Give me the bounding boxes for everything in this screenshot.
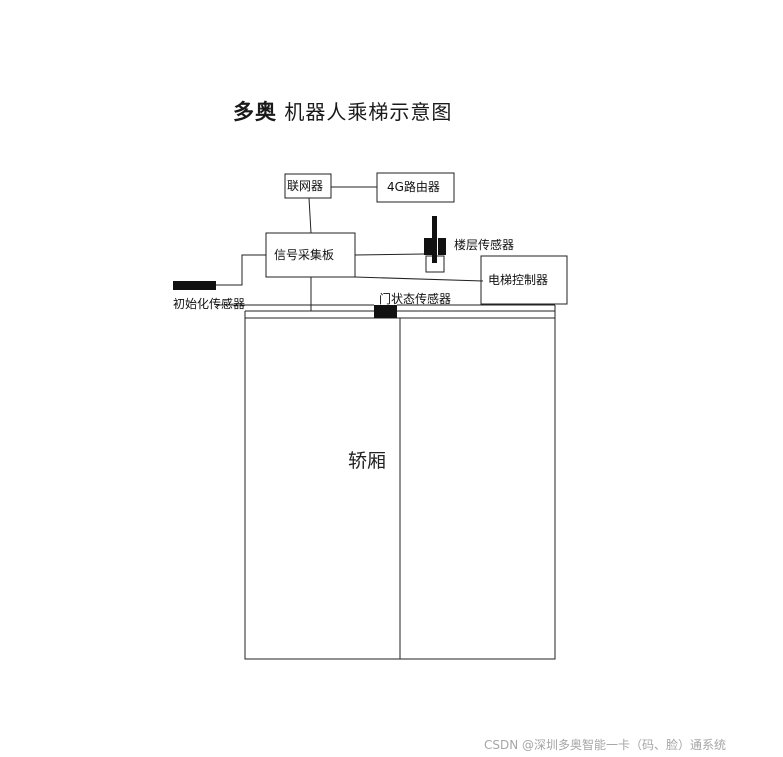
signal-board-label: 信号采集板 [274, 248, 335, 262]
diagram-title: 多奥 机器人乘梯示意图 [233, 96, 452, 126]
board-init-sensor-link [216, 254, 266, 286]
car-label: 轿厢 [348, 450, 387, 472]
door-sensor-block [374, 305, 397, 318]
board-door-sensor-link [310, 277, 374, 312]
floor-sensor-post [432, 216, 437, 263]
title-brand: 多奥 [233, 100, 277, 124]
door-sensor-label: 门状态传感器 [379, 292, 452, 306]
floor-sensor-label: 楼层传感器 [454, 238, 515, 252]
controller-box [480, 255, 568, 305]
board-floor-sensor-link [354, 253, 425, 256]
router-label: 4G路由器 [387, 180, 440, 194]
network-label: 联网器 [287, 179, 324, 193]
network-box [284, 173, 332, 199]
init-sensor-label: 初始化传感器 [173, 297, 246, 311]
board-controller-link [354, 276, 484, 282]
network-board-link [308, 197, 312, 234]
title-rest: 机器人乘梯示意图 [284, 100, 453, 124]
init-sensor-bar [173, 281, 216, 290]
floor-sensor-block-left [424, 238, 432, 255]
watermark: CSDN @深圳多奥智能一卡（码、脸）通系统 [484, 738, 727, 752]
controller-label: 电梯控制器 [488, 273, 549, 287]
floor-sensor-block-right [438, 238, 446, 255]
